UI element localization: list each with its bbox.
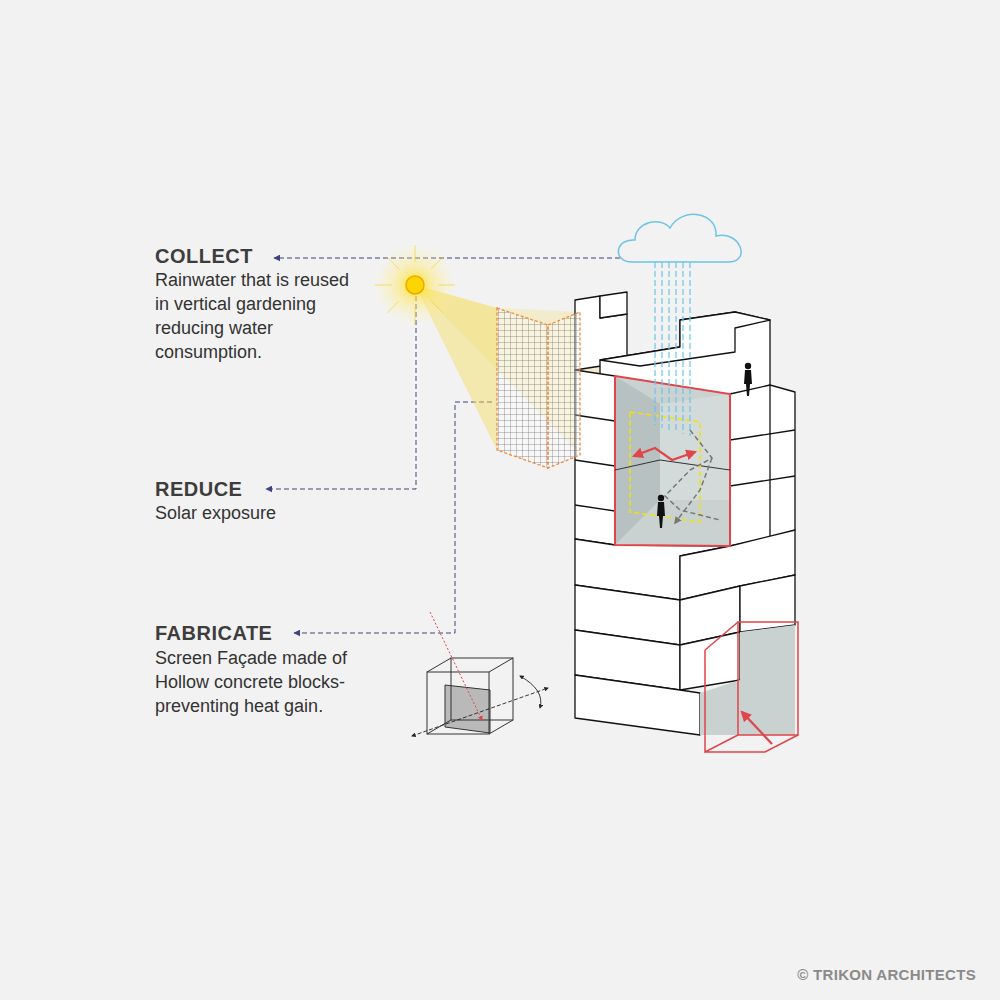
person-figure <box>657 363 752 528</box>
cloud <box>618 214 741 262</box>
void-outline <box>615 376 730 546</box>
callout-text: Screen Façade made of Hollow concrete bl… <box>155 646 395 718</box>
screen-facade <box>548 312 580 468</box>
air-flow-arrow <box>634 448 695 460</box>
leader-line <box>266 258 628 633</box>
sun-rays <box>375 245 455 325</box>
callout-text: Solar exposure <box>155 501 355 525</box>
watermark: © TRIKON ARCHITECTS <box>797 966 976 983</box>
callout-heading: FABRICATE <box>155 621 272 645</box>
building <box>575 292 795 735</box>
screen-facade <box>497 308 548 468</box>
floor-line <box>615 460 730 470</box>
sun <box>406 276 424 294</box>
rain <box>655 262 690 436</box>
entry-arrow <box>742 712 772 744</box>
callout-heading: COLLECT <box>155 244 253 268</box>
sun-glow <box>373 243 457 327</box>
callout-text: Rainwater that is reused in vertical gar… <box>155 268 355 364</box>
hollow-block <box>412 612 548 736</box>
entrance-outline <box>705 622 798 752</box>
void-space <box>615 376 730 546</box>
void-wall <box>615 376 660 545</box>
water-path <box>665 430 720 523</box>
void-wall <box>660 394 730 500</box>
callout-heading: REDUCE <box>155 477 242 501</box>
